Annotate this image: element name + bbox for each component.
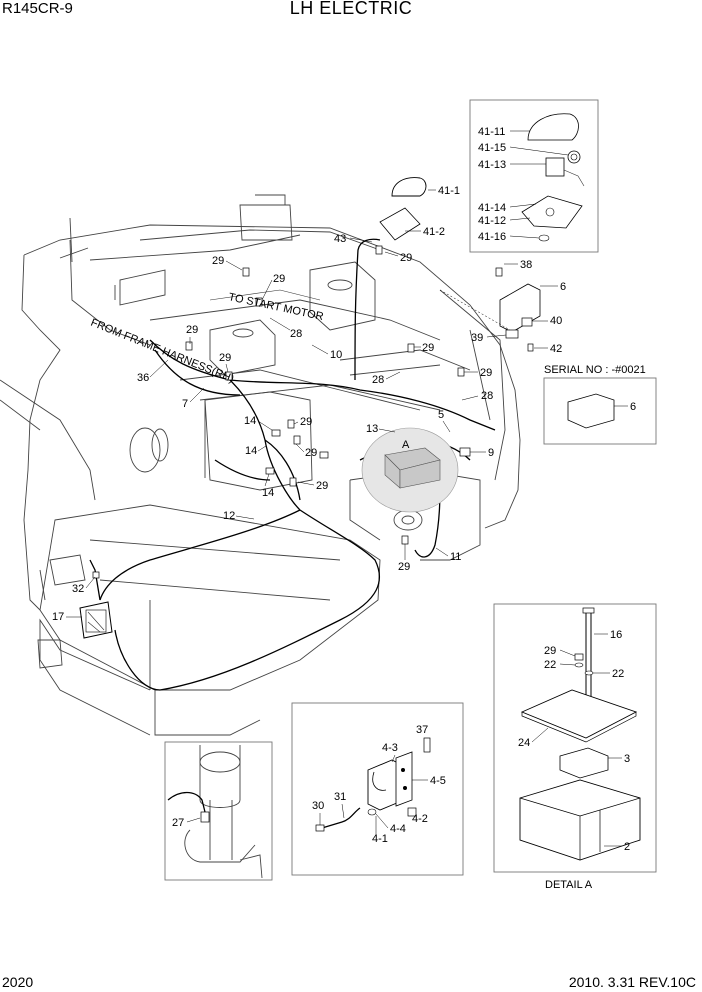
callout-41-2: 41-2 <box>423 226 445 238</box>
detail-a-caption: DETAIL A <box>545 879 593 891</box>
callout-36: 36 <box>137 372 149 384</box>
callout-4-3: 4-3 <box>382 742 398 754</box>
callout-5: 5 <box>438 409 444 421</box>
revision-date: 2010. 3.31 REV.10C <box>568 974 696 990</box>
callout-28: 28 <box>372 374 384 386</box>
harness-note: FROM FRAME HARNESS(RH) <box>89 317 236 386</box>
callout-41-16: 41-16 <box>478 231 506 243</box>
callout-14: 14 <box>244 415 256 427</box>
relay-inset: 37 4-3 4-5 30 31 4-4 4-2 4-1 <box>291 702 464 876</box>
callout-29: 29 <box>305 447 317 459</box>
callout-11: 11 <box>450 551 461 563</box>
callout-4-1: 4-1 <box>372 833 388 845</box>
callout-22: 22 <box>612 668 624 680</box>
callout-28: 28 <box>481 390 493 402</box>
callout-16: 16 <box>610 629 622 641</box>
callout-41-14: 41-14 <box>478 202 506 214</box>
callout-29: 29 <box>300 416 312 428</box>
detail-a-inset: 16 29 22 22 24 3 2 DETAIL A <box>493 603 657 891</box>
callout-41-13: 41-13 <box>478 159 506 171</box>
callout-37: 37 <box>416 724 428 736</box>
callout-43: 43 <box>334 233 346 245</box>
upper-frame-drawing <box>0 194 521 736</box>
model-code: R145CR-9 <box>2 0 73 17</box>
callout-41-15: 41-15 <box>478 142 506 154</box>
callout-22: 22 <box>544 659 556 671</box>
callout-7: 7 <box>182 398 188 410</box>
beacon-lamp <box>379 177 427 241</box>
callout-6: 6 <box>630 401 636 413</box>
callout-4-2: 4-2 <box>412 813 428 825</box>
callout-24: 24 <box>518 737 530 749</box>
detail-a-marker <box>361 427 459 513</box>
callout-41-12: 41-12 <box>478 215 506 227</box>
callout-29: 29 <box>422 342 434 354</box>
callout-29: 29 <box>480 367 492 379</box>
serial-note: SERIAL NO : -#0021 <box>544 364 646 376</box>
bracket-group: 38 6 39 40 42 <box>439 259 566 355</box>
callout-41-1: 41-1 <box>438 185 460 197</box>
work-lamp <box>79 601 113 639</box>
page-title: LH ELECTRIC <box>289 0 413 18</box>
page-number: 2020 <box>2 974 34 990</box>
callout-13: 13 <box>366 423 378 435</box>
sensor-inset: 27 <box>164 741 273 881</box>
callout-29: 29 <box>219 352 231 364</box>
callout-27: 27 <box>172 817 184 829</box>
callout-10: 10 <box>330 349 342 361</box>
callout-30: 30 <box>312 800 324 812</box>
callout-28: 28 <box>290 328 302 340</box>
callout-6: 6 <box>560 281 566 293</box>
callout-29: 29 <box>212 255 224 267</box>
callout-14: 14 <box>262 487 274 499</box>
callout-14: 14 <box>245 445 257 457</box>
callout-29: 29 <box>186 324 198 336</box>
callout-29: 29 <box>273 273 285 285</box>
callout-31: 31 <box>334 791 346 803</box>
callout-32: 32 <box>72 583 84 595</box>
callout-29: 29 <box>398 561 410 573</box>
callout-29: 29 <box>316 480 328 492</box>
callout-29: 29 <box>400 252 412 264</box>
callout-38: 38 <box>520 259 532 271</box>
callout-41-11: 41-11 <box>478 126 505 138</box>
callout-40: 40 <box>550 315 562 327</box>
callout-9: 9 <box>488 447 494 459</box>
bolt-hardware <box>92 245 471 579</box>
callout-3: 3 <box>624 753 630 765</box>
callout-29: 29 <box>544 645 556 657</box>
callout-17: 17 <box>52 611 64 623</box>
callout-42: 42 <box>550 343 562 355</box>
callout-2: 2 <box>624 841 630 853</box>
beacon-inset: 41-11 41-15 41-13 41-14 41-12 41-16 <box>469 99 599 253</box>
callout-39: 39 <box>471 332 483 344</box>
serial-inset: SERIAL NO : -#0021 6 <box>543 364 657 445</box>
callout-a: A <box>402 439 410 451</box>
callout-4-4: 4-4 <box>390 823 406 835</box>
callout-12: 12 <box>223 510 235 522</box>
wire-harness <box>89 238 496 691</box>
callout-4-5: 4-5 <box>430 775 446 787</box>
